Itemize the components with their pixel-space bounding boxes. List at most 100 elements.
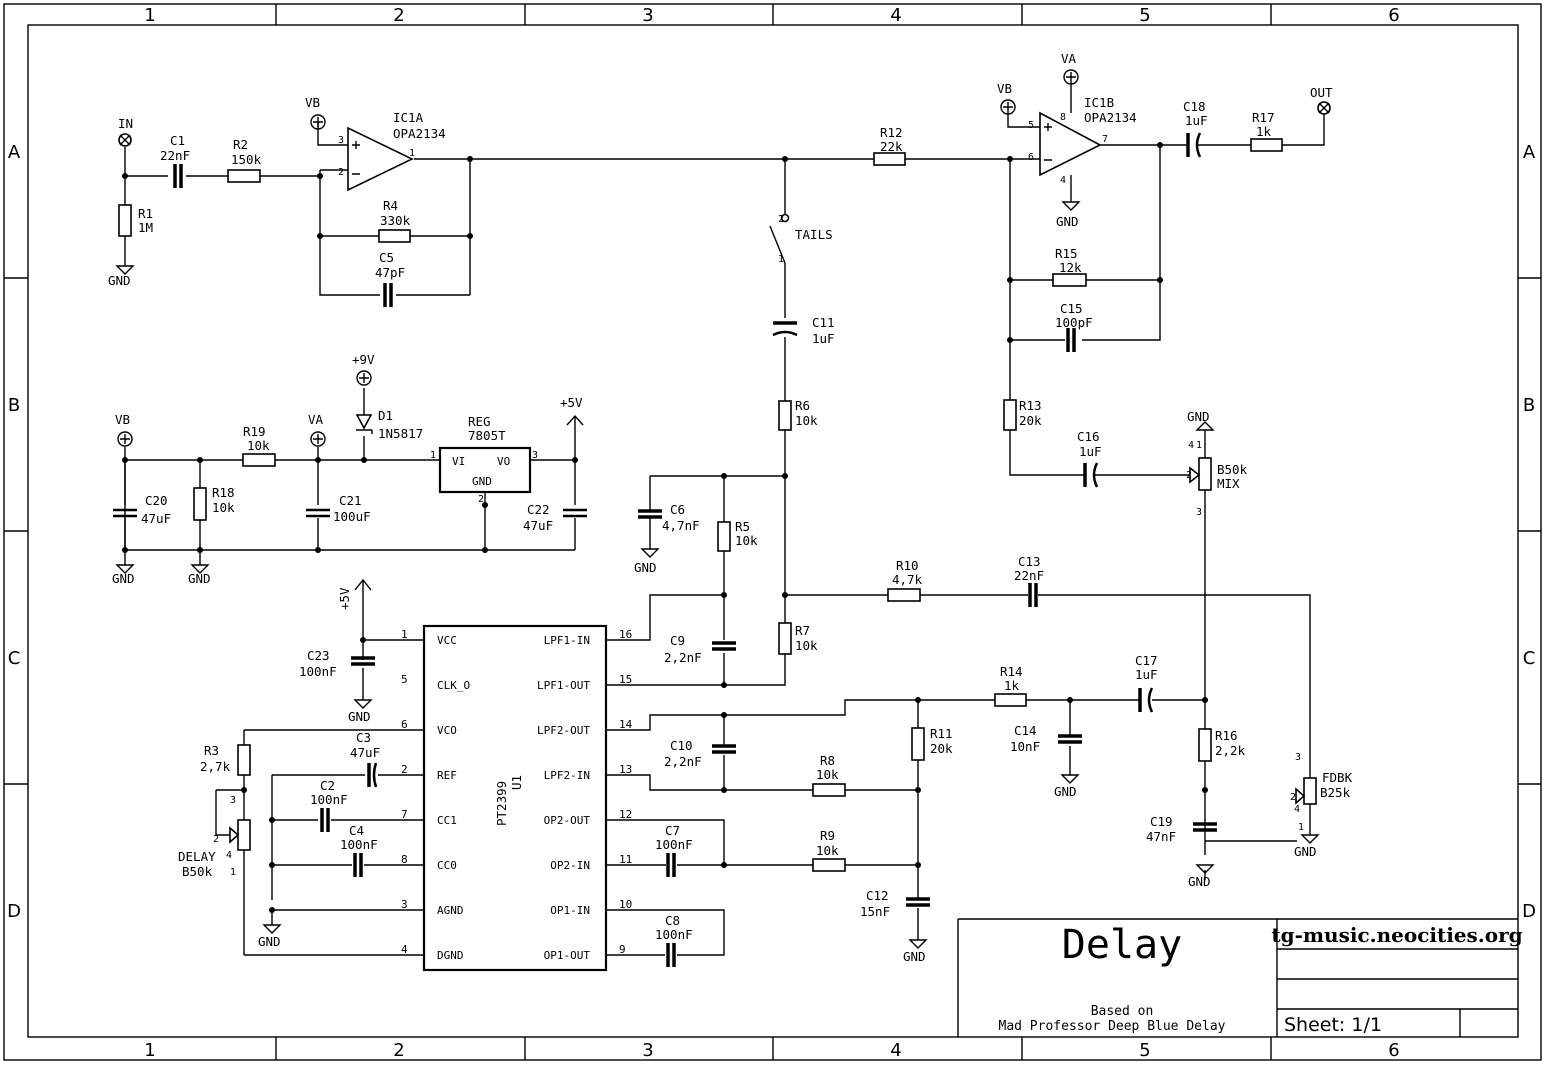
label-9v: +9V (352, 352, 375, 367)
part-ref: C5 (379, 250, 394, 265)
diode-d1 (355, 414, 373, 434)
u1-pin-name: LPF1-IN (544, 634, 590, 647)
part-ref: C13 (1018, 554, 1041, 569)
resistor-r16 (1198, 728, 1212, 762)
resistor-r6 (778, 400, 792, 431)
label-gnd: GND (258, 934, 281, 949)
resistor-r2 (227, 169, 261, 183)
label-gnd: GND (1054, 784, 1077, 799)
part-ref: R2 (233, 137, 248, 152)
part-value: 22nF (1014, 568, 1044, 583)
part-value: 12k (1059, 260, 1082, 275)
col-label: 4 (890, 5, 901, 26)
svg-text:4: 4 (1188, 440, 1194, 451)
part-value: 100nF (310, 792, 348, 807)
part-ref: C10 (670, 738, 693, 753)
cap-c17 (1138, 687, 1154, 713)
label-switch: TAILS (795, 227, 833, 242)
label-gnd: GND (108, 273, 131, 288)
u1-pin-name: LPF1-OUT (537, 679, 590, 692)
svg-text:4: 4 (1060, 175, 1066, 186)
part-value: MIX (1217, 476, 1240, 491)
svg-text:1: 1 (1298, 822, 1304, 833)
part-value: 4,7k (892, 572, 923, 587)
part-ref: C22 (527, 502, 550, 517)
part-value: 1M (138, 220, 153, 235)
part-value: 22k (880, 139, 903, 154)
cap-c13 (1028, 583, 1038, 607)
u1-pin-name: AGND (437, 904, 464, 917)
part-ref: DELAY (178, 849, 216, 864)
svg-text:3: 3 (338, 135, 344, 146)
connectors (115, 69, 1331, 949)
part-value: 2,2k (1215, 743, 1246, 758)
part-ref: C16 (1077, 429, 1100, 444)
label-vb: VB (997, 81, 1012, 96)
pot-delay (237, 819, 251, 851)
resistors (118, 138, 1283, 872)
svg-text:2: 2 (478, 494, 484, 505)
u1-pin-num: 9 (619, 943, 626, 956)
ic-pt2399 (422, 624, 608, 972)
based-on-line: Based on (1091, 1004, 1154, 1019)
part-value: 10k (212, 500, 235, 515)
cap-c5 (383, 283, 393, 307)
part-value: 1uF (812, 331, 835, 346)
part-ref: C6 (670, 502, 685, 517)
cap-c8 (666, 943, 676, 967)
u1-pin-num: 11 (619, 853, 632, 866)
part-value: 47nF (1146, 829, 1176, 844)
cap-c18 (1186, 132, 1202, 158)
resistor-r12 (873, 152, 906, 166)
label-reg-gnd: GND (472, 475, 492, 488)
u1-pin-num: 2 (401, 763, 408, 776)
part-value: 100nF (655, 837, 693, 852)
part-ref: C8 (665, 913, 680, 928)
resistor-r7 (778, 622, 792, 655)
label-va: VA (308, 412, 324, 427)
u1-pin-num: 15 (619, 673, 632, 686)
part-value: 100uF (333, 509, 371, 524)
part-value: 10k (795, 638, 818, 653)
part-ref: R18 (212, 485, 235, 500)
part-value: 2,2nF (664, 650, 702, 665)
cap-c16 (1083, 462, 1099, 488)
u1-pin-name: OP2-OUT (544, 814, 591, 827)
part-ref: C20 (145, 493, 168, 508)
title-block: Delay tg-music.neocities.org Based on Ma… (957, 918, 1523, 1037)
svg-text:1: 1 (409, 148, 415, 159)
part-value: B50k (182, 864, 213, 879)
part-ref: FDBK (1322, 770, 1353, 785)
resistor-r1 (118, 204, 132, 237)
part-value: 4,7nF (662, 518, 700, 533)
label-ic1a-val: OPA2134 (393, 126, 446, 141)
row-label: A (8, 142, 21, 163)
part-ref: R5 (735, 519, 750, 534)
u1-pin-num: 5 (401, 673, 408, 686)
label-in: IN (118, 116, 133, 131)
frame-labels: 1 2 3 4 5 6 1 2 3 4 5 6 A B C D A B C D (7, 5, 1536, 1061)
svg-text:5: 5 (1028, 120, 1034, 131)
row-label: C (8, 648, 21, 669)
svg-text:7: 7 (1102, 134, 1108, 145)
part-value: 100nF (655, 927, 693, 942)
u1-pin-name: OP1-IN (550, 904, 590, 917)
resistor-r9 (812, 858, 846, 872)
svg-text:2: 2 (1290, 792, 1296, 803)
part-ref: R10 (896, 558, 919, 573)
part-ref: C2 (320, 778, 335, 793)
label-gnd: GND (112, 571, 135, 586)
label-ic1a-ref: IC1A (393, 110, 424, 125)
part-value: 2,7k (200, 759, 231, 774)
part-value: 20k (930, 741, 953, 756)
part-value: B25k (1320, 785, 1351, 800)
part-ref: R6 (795, 398, 810, 413)
part-ref: R1 (138, 206, 153, 221)
svg-text:2: 2 (338, 167, 344, 178)
col-label: 3 (642, 1040, 653, 1061)
label-reg-val: 7805T (468, 428, 506, 443)
svg-text:3: 3 (1196, 507, 1202, 518)
svg-text:6: 6 (1028, 152, 1034, 163)
part-value: 22nF (160, 148, 190, 163)
